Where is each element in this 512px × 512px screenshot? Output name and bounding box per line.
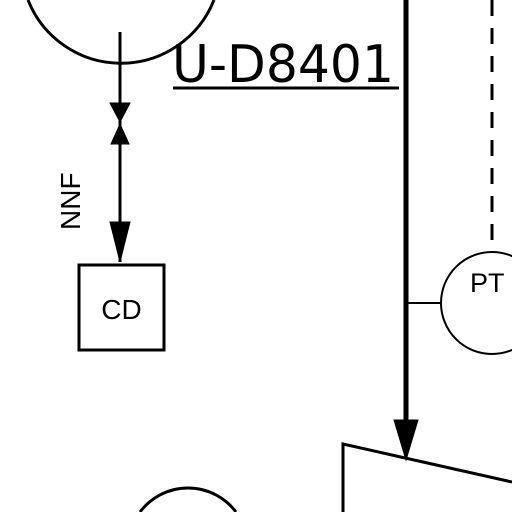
nnf-label: NNF [55,172,86,230]
main-arrow-down [393,419,419,462]
pt-instrument-bubble [440,251,512,355]
cd-box [77,263,166,352]
arrow-down-upper [109,102,131,124]
arrow-up-middle [110,122,130,145]
cd-label: CD [101,294,141,325]
arrow-down-lower [109,221,131,263]
compressor-shape [341,442,512,512]
bottom-vessel-arc [138,486,238,512]
pt-label: PT [470,268,505,298]
equipment-tag: U-D8401 [172,35,394,95]
